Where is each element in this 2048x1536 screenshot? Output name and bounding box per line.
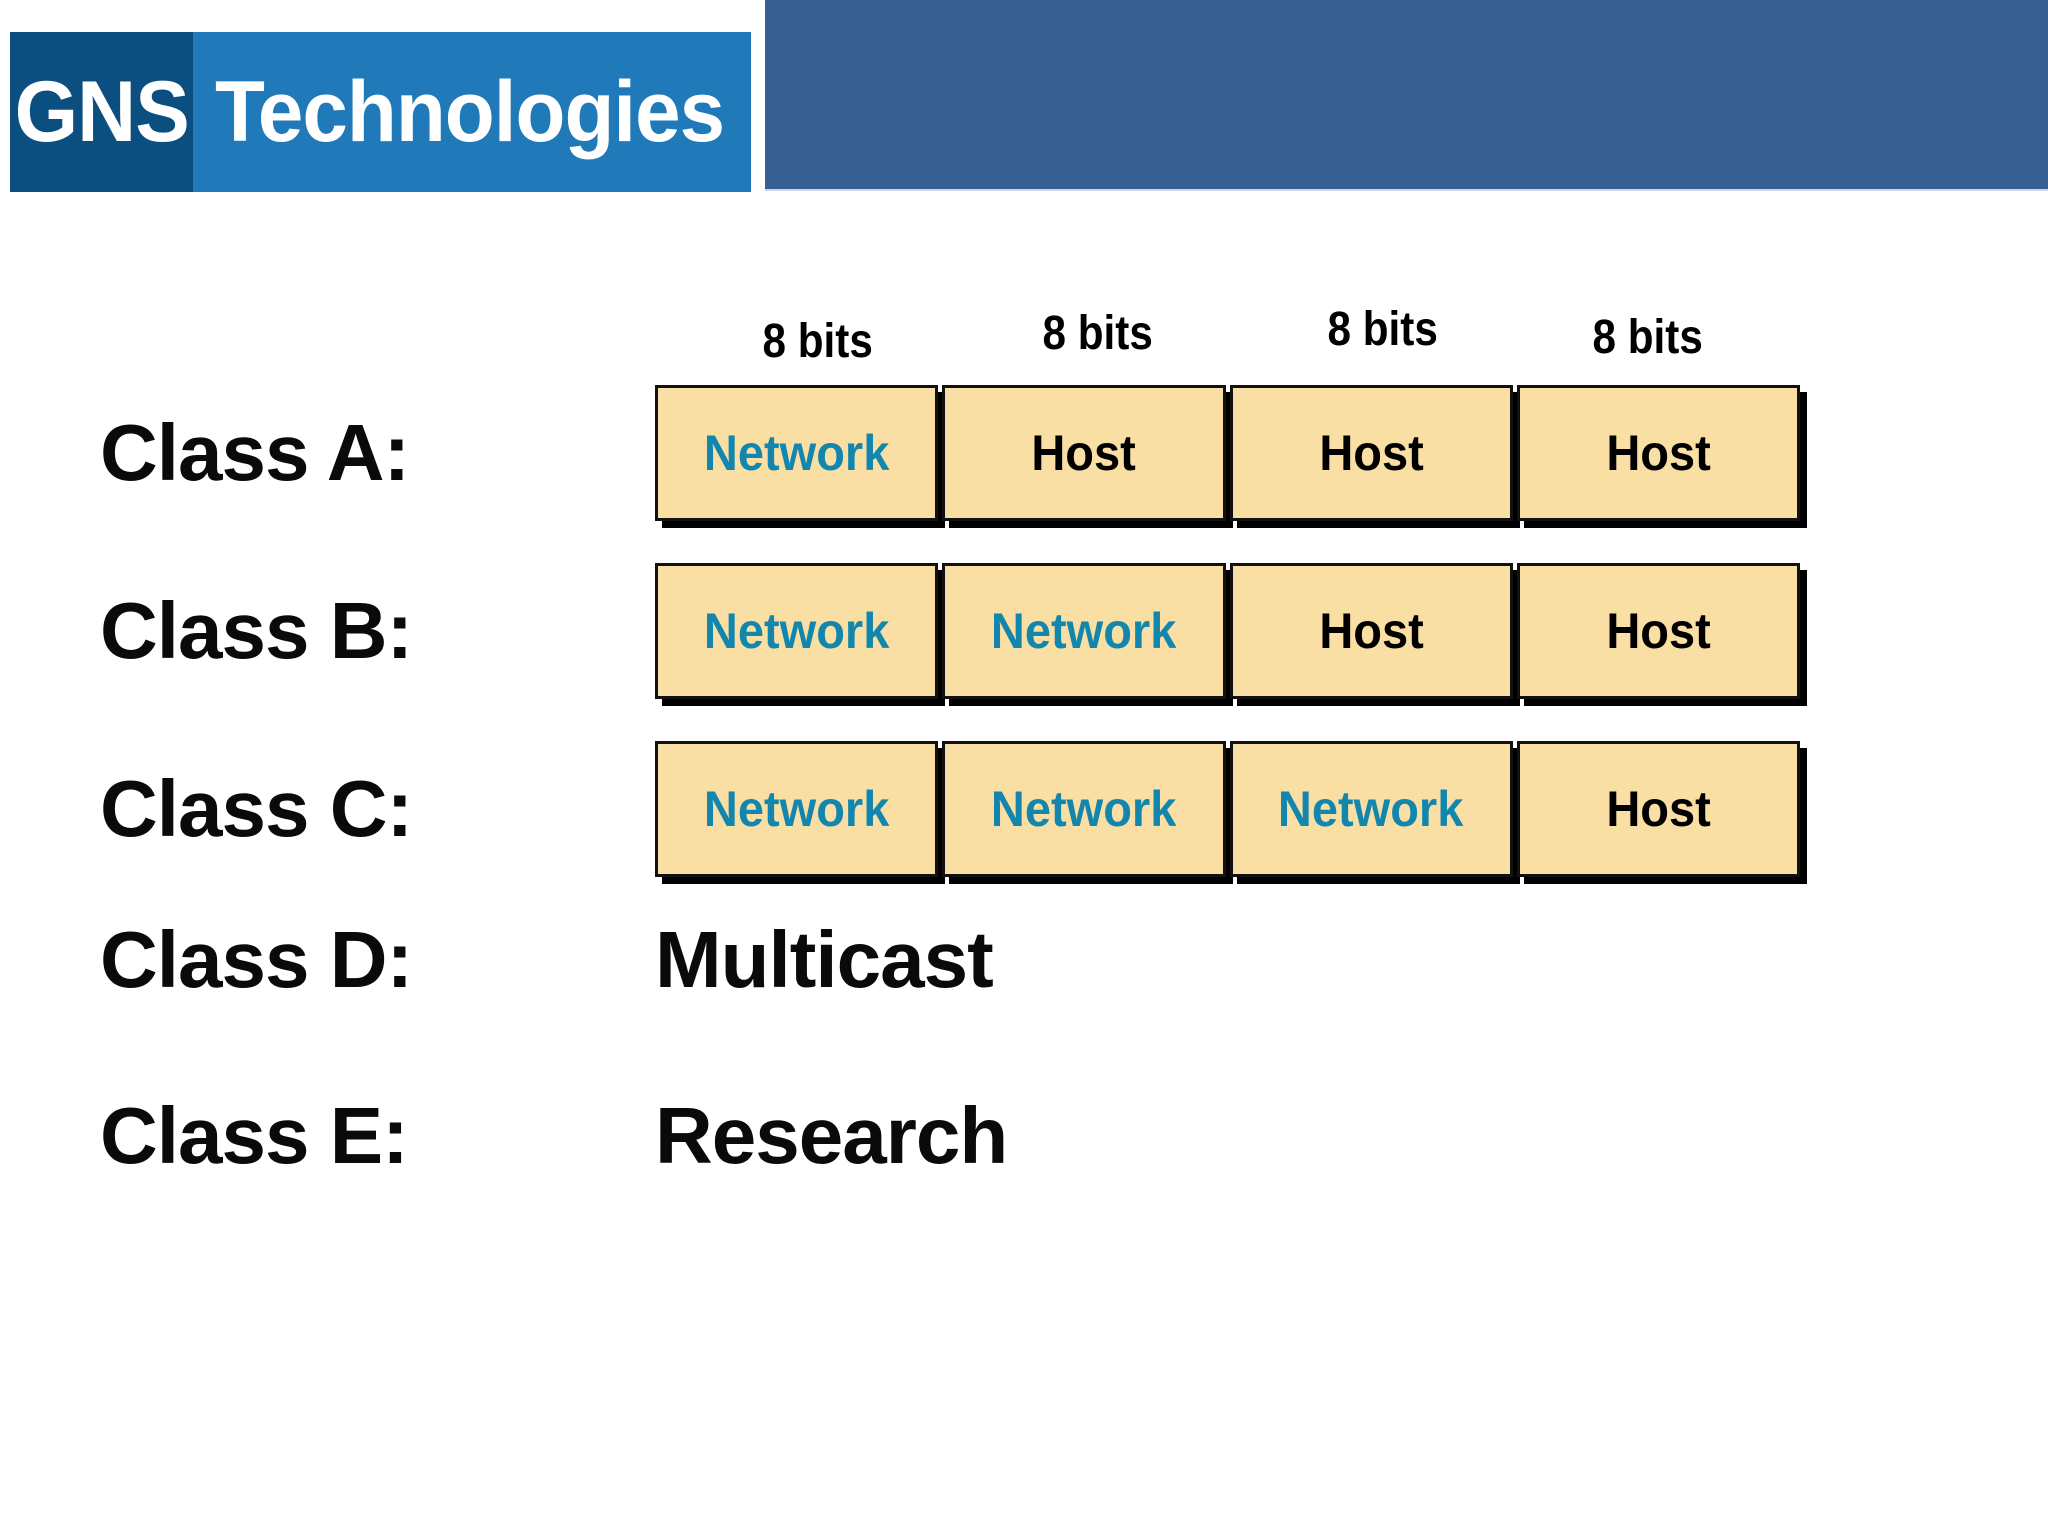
bit-width-label-3: 8 bits (1327, 303, 1438, 356)
class-row: Class B: Network Network Host Host (0, 560, 2048, 702)
octet-strip: Network Network Network Host (655, 741, 1800, 877)
brand-logo: GNS Technologies (10, 32, 752, 192)
header-band (765, 0, 2048, 191)
octet-label: Host (1318, 425, 1424, 481)
octet-cell-host: Host (1229, 385, 1513, 521)
octet-cell-network: Network (655, 563, 939, 699)
octet-cell-host: Host (1516, 385, 1800, 521)
octet-label: Network (1278, 781, 1464, 837)
class-row: Class D: Multicast (0, 910, 2048, 1010)
class-row: Class C: Network Network Network Host (0, 738, 2048, 880)
octet-cell-host: Host (1516, 563, 1800, 699)
octet-label: Network (991, 603, 1177, 659)
octet-label: Network (703, 425, 890, 481)
octet-label: Network (703, 603, 890, 659)
class-label: Class A: (100, 408, 410, 497)
octet-cell-host: Host (1229, 563, 1513, 699)
octet-strip: Network Host Host Host (655, 385, 1800, 521)
bit-width-labels: 8 bits 8 bits 8 bits 8 bits (655, 296, 1800, 368)
class-value-text: Multicast (655, 915, 994, 1004)
logo-gns-text: GNS (14, 64, 190, 160)
class-value-text: Research (655, 1091, 1008, 1180)
octet-label: Host (1606, 603, 1711, 659)
class-label: Class C: (100, 764, 413, 853)
logo-technologies-block: Technologies (193, 32, 752, 192)
octet-label: Host (1031, 425, 1137, 481)
octet-cell-network: Network (655, 741, 939, 877)
octet-cell-network: Network (942, 563, 1226, 699)
octet-label: Network (703, 781, 890, 837)
class-row: Class E: Research (0, 1086, 2048, 1186)
octet-cell-host: Host (1516, 741, 1800, 877)
octet-cell-network: Network (1229, 741, 1513, 877)
octet-label: Host (1318, 603, 1424, 659)
octet-cell-host: Host (942, 385, 1226, 521)
bit-width-label-1: 8 bits (762, 315, 873, 368)
class-label: Class B: (100, 586, 413, 675)
logo-technologies-text: Technologies (215, 64, 725, 160)
octet-cell-network: Network (942, 741, 1226, 877)
octet-label: Host (1606, 781, 1711, 837)
octet-cell-network: Network (655, 385, 939, 521)
octet-label: Host (1606, 425, 1711, 481)
class-row: Class A: Network Host Host Host (0, 382, 2048, 524)
class-label: Class E: (100, 1091, 409, 1180)
bit-width-label-4: 8 bits (1592, 311, 1703, 364)
octet-strip: Network Network Host Host (655, 563, 1800, 699)
class-label: Class D: (100, 915, 413, 1004)
octet-label: Network (991, 781, 1177, 837)
bit-width-label-2: 8 bits (1042, 307, 1153, 360)
logo-gns-block: GNS (10, 32, 194, 192)
